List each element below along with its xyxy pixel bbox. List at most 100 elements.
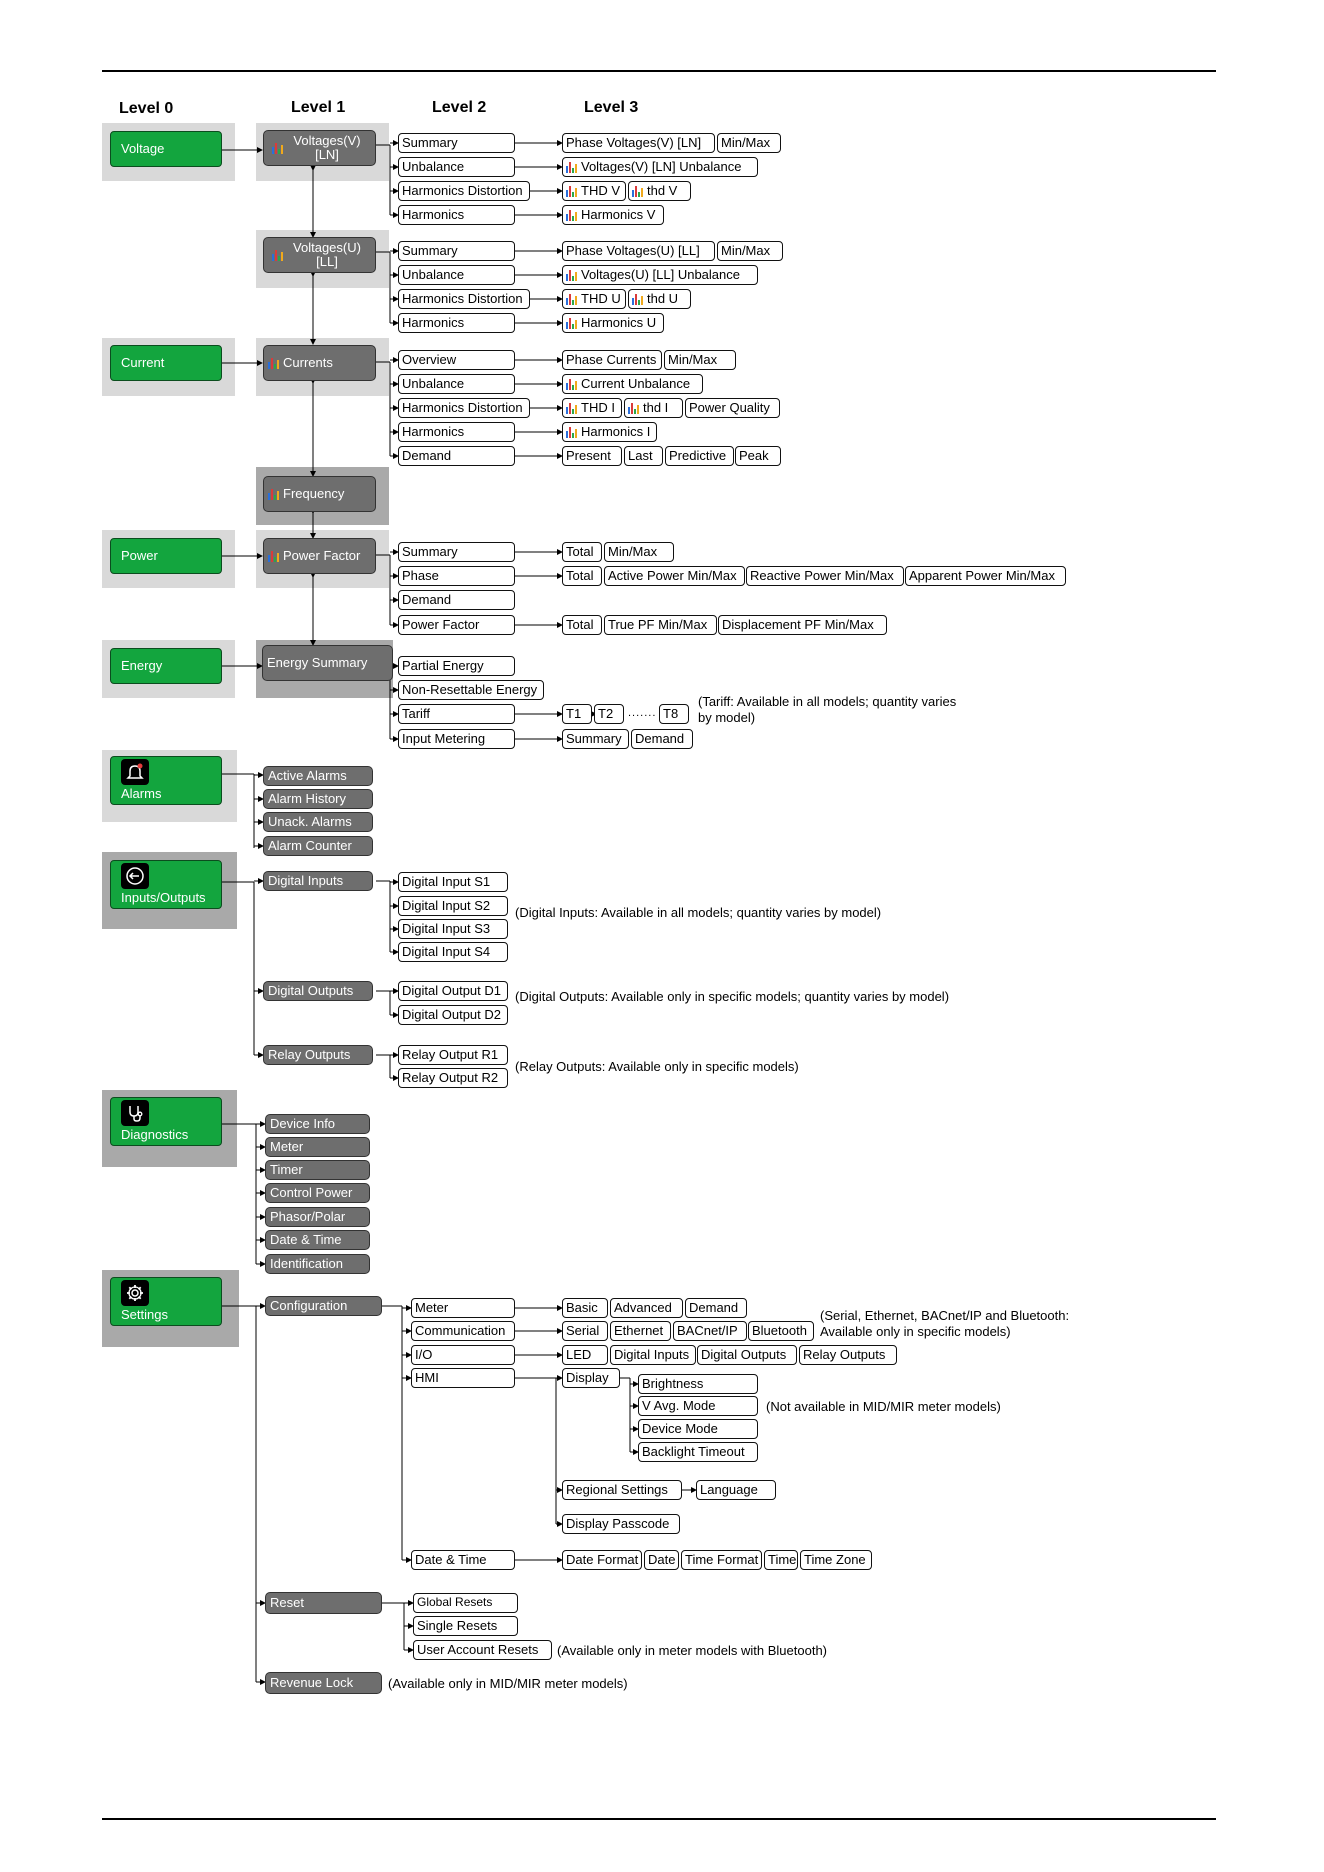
level0-voltage[interactable]: Voltage bbox=[110, 131, 222, 167]
l3-bluetooth[interactable]: Bluetooth bbox=[748, 1321, 814, 1341]
l3-backlight-timeout[interactable]: Backlight Timeout bbox=[638, 1442, 758, 1462]
level1-control-power[interactable]: Control Power bbox=[265, 1183, 370, 1203]
level0-alarms[interactable]: Alarms bbox=[110, 756, 222, 805]
l2-partial-energy[interactable]: Partial Energy bbox=[398, 656, 515, 676]
l2-di-s3[interactable]: Digital Input S3 bbox=[398, 919, 508, 939]
l2-vln-unbalance[interactable]: Unbalance bbox=[398, 157, 515, 177]
l2-vll-unbalance[interactable]: Unbalance bbox=[398, 265, 515, 285]
l3-harmonics-u[interactable]: Harmonics U bbox=[562, 313, 664, 333]
l3-harmonics-i[interactable]: Harmonics I bbox=[562, 422, 657, 442]
l3-power-quality[interactable]: Power Quality bbox=[685, 398, 780, 418]
l2-input-metering[interactable]: Input Metering bbox=[398, 729, 515, 749]
l2-do-d2[interactable]: Digital Output D2 bbox=[398, 1005, 508, 1025]
level1-currents[interactable]: Currents bbox=[263, 345, 376, 381]
l3-date-format[interactable]: Date Format bbox=[562, 1550, 642, 1570]
level1-voltages-ll[interactable]: Voltages(U) [LL] bbox=[263, 237, 376, 273]
level0-diagnostics[interactable]: Diagnostics bbox=[110, 1097, 222, 1146]
l2-pf-phase[interactable]: Phase bbox=[398, 566, 515, 586]
l3-apparent-power-minmax[interactable]: Apparent Power Min/Max bbox=[905, 566, 1066, 586]
level1-phasor-polar[interactable]: Phasor/Polar bbox=[265, 1207, 370, 1227]
l2-hmi[interactable]: HMI bbox=[411, 1368, 515, 1388]
l2-vln-harmonics-distortion[interactable]: Harmonics Distortion bbox=[398, 181, 530, 201]
l3-thd-v-upper[interactable]: THD V bbox=[562, 181, 626, 201]
level1-reset[interactable]: Reset bbox=[265, 1592, 382, 1614]
l3-time-zone[interactable]: Time Zone bbox=[800, 1550, 872, 1570]
l3-led[interactable]: LED bbox=[562, 1345, 608, 1365]
l3-language[interactable]: Language bbox=[696, 1480, 776, 1500]
l2-cfg-meter[interactable]: Meter bbox=[411, 1298, 515, 1318]
l2-vll-harmonics[interactable]: Harmonics bbox=[398, 313, 515, 333]
l2-di-s2[interactable]: Digital Input S2 bbox=[398, 896, 508, 916]
l2-cur-harmonics[interactable]: Harmonics bbox=[398, 422, 515, 442]
l3-present[interactable]: Present bbox=[562, 446, 622, 466]
l2-vln-harmonics[interactable]: Harmonics bbox=[398, 205, 515, 225]
l3-serial[interactable]: Serial bbox=[562, 1321, 608, 1341]
l2-vll-summary[interactable]: Summary bbox=[398, 241, 515, 261]
level0-power[interactable]: Power bbox=[110, 538, 222, 574]
l3-io-relay-outputs[interactable]: Relay Outputs bbox=[799, 1345, 897, 1365]
level1-alarm-history[interactable]: Alarm History bbox=[263, 789, 373, 809]
level0-current[interactable]: Current bbox=[110, 345, 222, 381]
l2-cur-unbalance[interactable]: Unbalance bbox=[398, 374, 515, 394]
l2-cur-demand[interactable]: Demand bbox=[398, 446, 515, 466]
l2-global-resets[interactable]: Global Resets bbox=[413, 1593, 518, 1613]
l3-display-passcode[interactable]: Display Passcode bbox=[562, 1514, 680, 1534]
l3-phase-voltages-ll[interactable]: Phase Voltages(U) [LL] bbox=[562, 241, 715, 261]
l3-pf-summary-total[interactable]: Total bbox=[562, 542, 602, 562]
l3-vln-min-max[interactable]: Min/Max bbox=[717, 133, 781, 153]
l2-cfg-date-time[interactable]: Date & Time bbox=[411, 1550, 515, 1570]
l3-t2[interactable]: T2 bbox=[594, 704, 624, 724]
l3-voltages-ll-unbalance[interactable]: Voltages(U) [LL] Unbalance bbox=[562, 265, 758, 285]
l3-pf-total[interactable]: Total bbox=[562, 615, 602, 635]
l3-display[interactable]: Display bbox=[562, 1368, 620, 1388]
l2-non-resettable-energy[interactable]: Non-Resettable Energy bbox=[398, 680, 544, 700]
l3-thd-v-lower[interactable]: thd V bbox=[628, 181, 691, 201]
l3-harmonics-v[interactable]: Harmonics V bbox=[562, 205, 664, 225]
l2-ro-r2[interactable]: Relay Output R2 bbox=[398, 1068, 508, 1088]
l3-phase-currents[interactable]: Phase Currents bbox=[562, 350, 662, 370]
l3-device-mode[interactable]: Device Mode bbox=[638, 1419, 758, 1439]
l3-t8[interactable]: T8 bbox=[659, 704, 689, 724]
l2-user-account-resets[interactable]: User Account Resets bbox=[413, 1640, 552, 1660]
level1-identification[interactable]: Identification bbox=[265, 1254, 370, 1274]
l2-pf-summary[interactable]: Summary bbox=[398, 542, 515, 562]
l3-reactive-power-minmax[interactable]: Reactive Power Min/Max bbox=[746, 566, 904, 586]
level1-energy-summary[interactable]: Energy Summary bbox=[262, 645, 393, 681]
l3-v-avg-mode[interactable]: V Avg. Mode bbox=[638, 1396, 758, 1416]
level1-alarm-counter[interactable]: Alarm Counter bbox=[263, 836, 373, 856]
l3-thd-u-lower[interactable]: thd U bbox=[628, 289, 691, 309]
l2-communication[interactable]: Communication bbox=[411, 1321, 515, 1341]
l3-cfg-demand[interactable]: Demand bbox=[685, 1298, 747, 1318]
l2-di-s1[interactable]: Digital Input S1 bbox=[398, 872, 508, 892]
l2-single-resets[interactable]: Single Resets bbox=[413, 1616, 518, 1636]
l3-phase-voltages-ln[interactable]: Phase Voltages(V) [LN] bbox=[562, 133, 715, 153]
l2-pf-power-factor[interactable]: Power Factor bbox=[398, 615, 515, 635]
level1-revenue-lock[interactable]: Revenue Lock bbox=[265, 1672, 382, 1694]
l3-time[interactable]: Time bbox=[764, 1550, 798, 1570]
level1-digital-outputs[interactable]: Digital Outputs bbox=[263, 981, 373, 1001]
level0-settings[interactable]: Settings bbox=[110, 1277, 222, 1326]
level1-frequency[interactable]: Frequency bbox=[263, 476, 376, 512]
l3-thd-i-lower[interactable]: thd I bbox=[624, 398, 683, 418]
level1-active-alarms[interactable]: Active Alarms bbox=[263, 766, 373, 786]
l3-predictive[interactable]: Predictive bbox=[665, 446, 734, 466]
level0-inputs-outputs[interactable]: Inputs/Outputs bbox=[110, 860, 222, 909]
level1-configuration[interactable]: Configuration bbox=[265, 1296, 382, 1316]
level1-meter[interactable]: Meter bbox=[265, 1137, 370, 1157]
l3-basic[interactable]: Basic bbox=[562, 1298, 608, 1318]
l3-current-unbalance[interactable]: Current Unbalance bbox=[562, 374, 703, 394]
l3-thd-i-upper[interactable]: THD I bbox=[562, 398, 622, 418]
l3-displacement-pf-minmax[interactable]: Displacement PF Min/Max bbox=[718, 615, 887, 635]
l3-input-metering-demand[interactable]: Demand bbox=[631, 729, 693, 749]
level1-digital-inputs[interactable]: Digital Inputs bbox=[263, 871, 373, 891]
level1-date-time[interactable]: Date & Time bbox=[265, 1230, 370, 1250]
l3-cur-min-max[interactable]: Min/Max bbox=[664, 350, 736, 370]
l2-io[interactable]: I/O bbox=[411, 1345, 515, 1365]
l2-ro-r1[interactable]: Relay Output R1 bbox=[398, 1045, 508, 1065]
l3-advanced[interactable]: Advanced bbox=[610, 1298, 683, 1318]
l2-do-d1[interactable]: Digital Output D1 bbox=[398, 981, 508, 1001]
level1-device-info[interactable]: Device Info bbox=[265, 1114, 370, 1134]
l3-time-format[interactable]: Time Format bbox=[681, 1550, 762, 1570]
l3-input-metering-summary[interactable]: Summary bbox=[562, 729, 629, 749]
l2-di-s4[interactable]: Digital Input S4 bbox=[398, 942, 508, 962]
